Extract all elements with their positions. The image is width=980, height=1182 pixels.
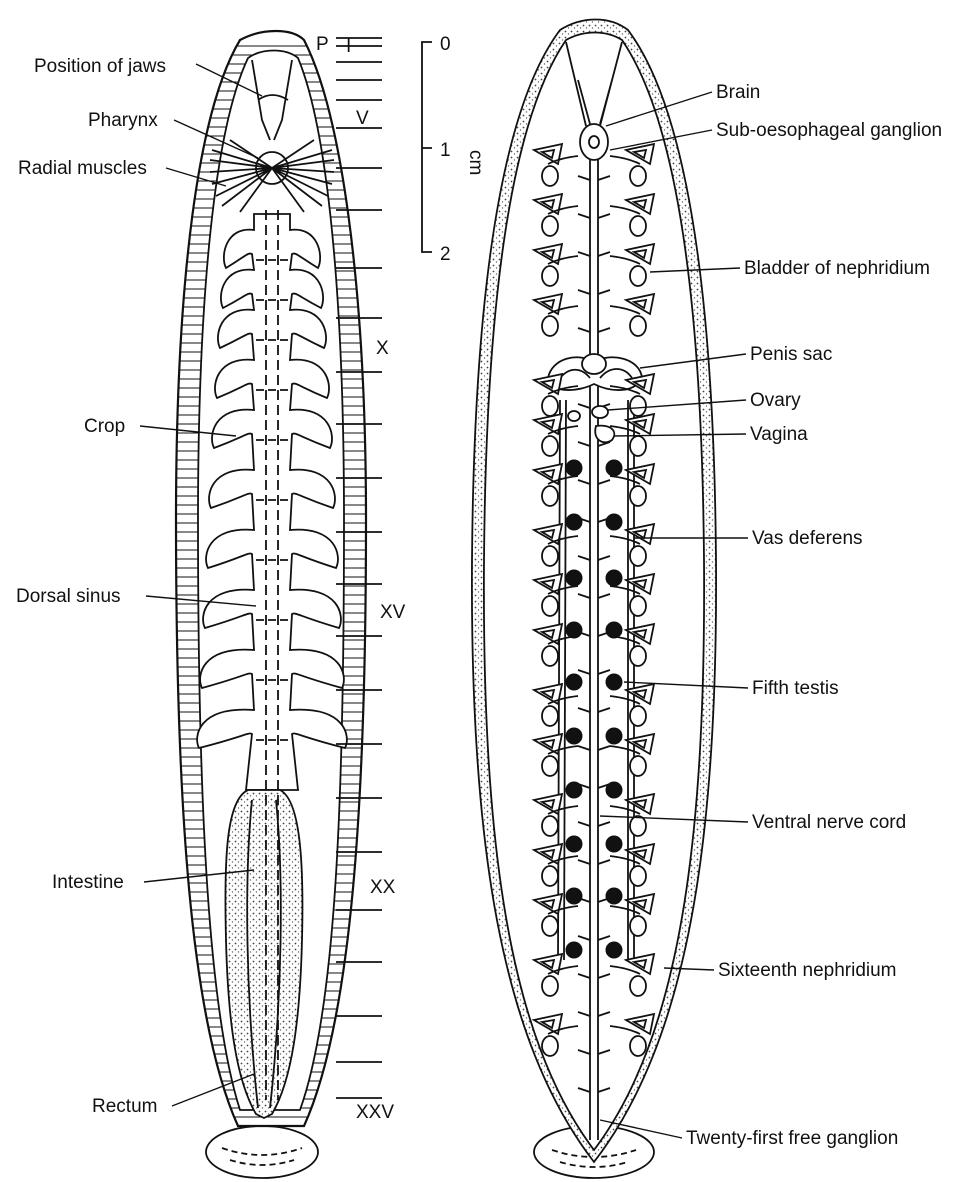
- scale-unit: cm: [465, 150, 486, 175]
- scale-tick-0: 0: [440, 34, 451, 55]
- segment-label-xx: XX: [370, 877, 396, 898]
- segment-label-v: V: [356, 108, 369, 129]
- testis: [606, 728, 622, 744]
- label-vagina: Vagina: [750, 424, 808, 445]
- left-posterior-sucker: [206, 1126, 318, 1178]
- label-sixteenth-nephridium: Sixteenth nephridium: [718, 960, 897, 981]
- segment-label-xv: XV: [380, 602, 406, 623]
- testis: [606, 622, 622, 638]
- testis: [606, 942, 622, 958]
- label-crop: Crop: [84, 416, 125, 437]
- segment-label-i: I: [346, 36, 351, 57]
- label-vas-deferens: Vas deferens: [752, 528, 863, 549]
- label-radial-muscles: Radial muscles: [18, 158, 147, 179]
- segment-label-p: P: [316, 34, 329, 55]
- brain: [580, 124, 608, 160]
- label-rectum: Rectum: [92, 1096, 157, 1117]
- testis: [606, 514, 622, 530]
- segment-label-xxv: XXV: [356, 1102, 394, 1123]
- testis: [566, 570, 582, 586]
- scale-tick-2: 2: [440, 244, 451, 265]
- label-intestine: Intestine: [52, 872, 124, 893]
- label-brain: Brain: [716, 82, 760, 103]
- label-pharynx: Pharynx: [88, 110, 158, 131]
- testis: [566, 836, 582, 852]
- testis: [566, 460, 582, 476]
- testis: [566, 888, 582, 904]
- scale-tick-1: 1: [440, 140, 451, 161]
- label-ventral-nerve-cord: Ventral nerve cord: [752, 812, 906, 833]
- testis: [566, 728, 582, 744]
- label-bladder-of-nephridium: Bladder of nephridium: [744, 258, 930, 279]
- testis: [566, 942, 582, 958]
- label-sub-oesophageal-ganglion: Sub-oesophageal ganglion: [716, 120, 942, 141]
- testis: [606, 460, 622, 476]
- testis: [566, 622, 582, 638]
- vagina: [595, 426, 614, 443]
- label-dorsal-sinus: Dorsal sinus: [16, 586, 121, 607]
- right-specimen: [472, 20, 716, 1179]
- testis: [566, 782, 582, 798]
- label-penis-sac: Penis sac: [750, 344, 832, 365]
- testis: [566, 514, 582, 530]
- testis: [606, 888, 622, 904]
- segment-label-x: X: [376, 338, 389, 359]
- label-fifth-testis: Fifth testis: [752, 678, 839, 699]
- testis: [606, 570, 622, 586]
- label-position-of-jaws: Position of jaws: [34, 56, 166, 77]
- label-twenty-first-free-ganglion: Twenty-first free ganglion: [686, 1128, 898, 1149]
- label-ovary: Ovary: [750, 390, 801, 411]
- left-specimen: [160, 31, 382, 1178]
- testis: [606, 674, 622, 690]
- scale-bar: 0 1 2 cm: [422, 34, 486, 265]
- testis: [606, 782, 622, 798]
- testis: [566, 674, 582, 690]
- testis: [606, 836, 622, 852]
